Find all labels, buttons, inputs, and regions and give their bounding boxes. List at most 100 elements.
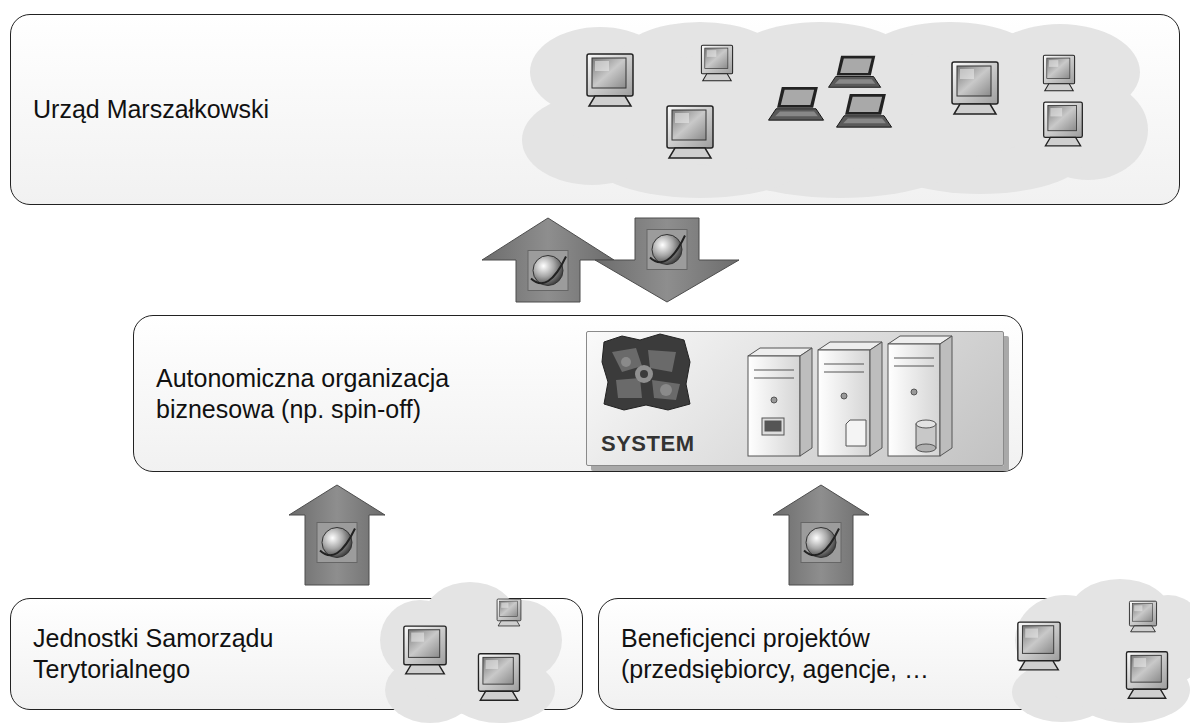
server-towers-part [888, 336, 952, 344]
globe-icon-bg [801, 523, 841, 563]
jst-computers-part [497, 599, 521, 626]
office-computers [587, 45, 1082, 158]
server-towers-part [748, 356, 800, 456]
block-arrow [595, 218, 739, 302]
jst-computers-part [478, 654, 519, 700]
server-towers-part [754, 378, 794, 379]
system-puzzle-image-part [640, 370, 648, 378]
jst-cloud-part [425, 582, 515, 648]
server-towers-part [765, 421, 781, 431]
beneficiary-computers-part [1129, 601, 1156, 632]
block-arrow-group [595, 218, 739, 302]
globe-orbit [804, 529, 839, 556]
system-box: SYSTEM [586, 331, 1004, 466]
system-puzzle-image-part [621, 357, 631, 367]
office-computers-part [952, 62, 998, 114]
server-towers-part [754, 370, 794, 371]
office-cloud-part [522, 95, 662, 185]
box-label: Beneficjenci projektów (przedsiębiorcy, … [621, 623, 1041, 685]
globe-icon-bg [647, 230, 687, 270]
server-towers-part [846, 420, 866, 446]
jst-cloud-part [482, 600, 562, 680]
jst-panel: Jednostki Samorządu Terytorialnego [10, 598, 583, 710]
jst-cloud-part [445, 657, 555, 723]
text-group: Jednostki Samorządu Terytorialnego [33, 623, 333, 685]
office-computers-part [1043, 55, 1074, 90]
beneficiary-panel: Beneficjenci projektów (przedsiębiorcy, … [598, 598, 1180, 710]
text-group: SYSTEM [601, 430, 694, 457]
server-towers-part [818, 342, 882, 350]
office-cloud-part [590, 122, 810, 198]
office-cloud-part [720, 122, 960, 198]
system-label: SYSTEM [601, 430, 694, 457]
server-towers-part [894, 366, 934, 367]
server-towers-part [800, 348, 812, 456]
box-label: Urząd Marszałkowski [33, 94, 269, 125]
beneficiary-cloud-part [1030, 610, 1190, 710]
beneficiary-cloud-part [1070, 579, 1170, 645]
beneficiary-computers [1018, 601, 1168, 698]
office-cloud [522, 22, 1148, 198]
beneficiary-cloud-part [1015, 595, 1115, 685]
office-computers-part [829, 56, 881, 88]
box-label: Jednostki Samorządu Terytorialnego [33, 623, 333, 685]
office-cloud-part [550, 50, 1070, 170]
beneficiary-cloud-part [1012, 662, 1112, 722]
office-cloud-part [1028, 80, 1148, 180]
beneficiary-computers-part [1018, 622, 1060, 670]
office-computers-part [701, 45, 732, 80]
globe-orbit [650, 236, 685, 263]
server-towers-part [818, 350, 870, 456]
beneficiary-cloud-part [1128, 595, 1190, 685]
server-towers-part [824, 372, 864, 373]
office-cloud-part [860, 22, 1040, 102]
office-computers-part [769, 87, 824, 120]
jst-computers [404, 599, 521, 700]
server-towers-part [824, 364, 864, 365]
system-puzzle-image-part [660, 384, 672, 396]
server-towers-part [888, 344, 940, 456]
system-puzzle-image-part [635, 365, 653, 383]
server-towers-part [911, 389, 917, 395]
beneficiary-cloud-part [1070, 657, 1190, 723]
beneficiary-cloud [1012, 579, 1190, 723]
box-label: Autonomiczna organizacja biznesowa (np. … [156, 363, 466, 425]
jst-computers-part [404, 626, 446, 674]
text-group: Autonomiczna organizacja biznesowa (np. … [156, 363, 466, 425]
system-puzzle-image-part [602, 334, 690, 410]
block-arrow [773, 485, 869, 585]
server-towers-part [916, 444, 936, 452]
server-towers-part [748, 348, 812, 356]
office-computers-part [587, 54, 633, 106]
office-cloud-part [530, 27, 670, 117]
text-group: Urząd Marszałkowski [33, 94, 269, 125]
server-towers-part [894, 358, 934, 359]
beneficiary-computers-part [1126, 652, 1167, 698]
server-towers [748, 336, 952, 456]
block-arrow-group [289, 485, 385, 585]
globe-icon-bg [317, 523, 357, 563]
globe-orbit [320, 529, 355, 556]
block-arrow-group [773, 485, 869, 585]
globe-icon-bg [528, 251, 568, 291]
office-cloud-part [980, 24, 1140, 120]
server-towers-part [940, 336, 952, 456]
jst-cloud-part [400, 615, 540, 705]
office-computers-part [1044, 102, 1083, 146]
jst-cloud-part [385, 657, 475, 723]
server-towers-part [870, 342, 882, 456]
system-puzzle-image-part [612, 348, 680, 400]
office-cloud-part [730, 22, 910, 98]
system-puzzle-image [602, 334, 690, 410]
office-cloud-part [870, 110, 1090, 194]
server-towers-part [762, 418, 784, 435]
globe-orbit [531, 257, 566, 284]
block-arrow [289, 485, 385, 585]
server-towers-part [916, 420, 936, 428]
server-towers-part [771, 397, 777, 403]
jst-cloud [380, 582, 562, 723]
office-panel: Urząd Marszałkowski [10, 14, 1180, 205]
jst-cloud-part [380, 600, 460, 680]
office-cloud-part [620, 22, 780, 94]
